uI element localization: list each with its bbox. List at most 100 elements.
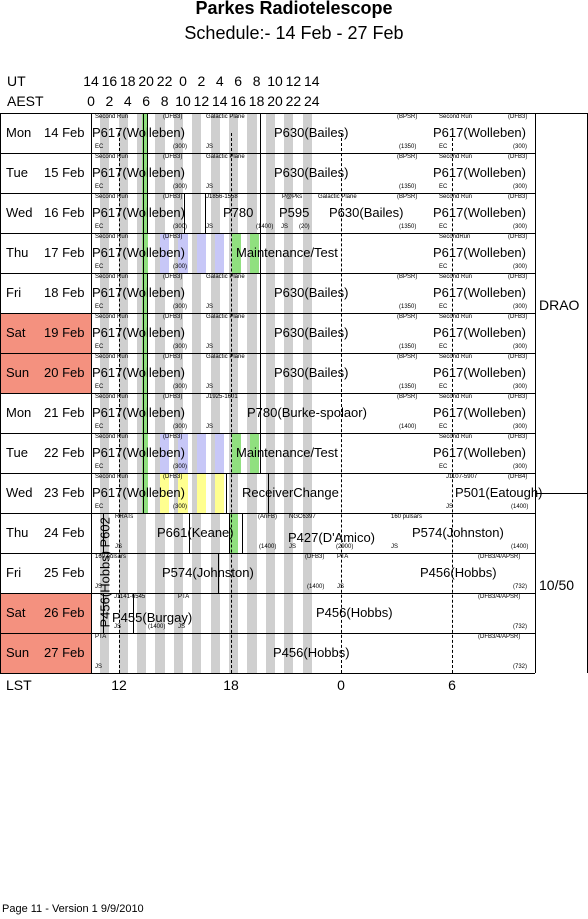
block-note: (BPSR)	[397, 394, 418, 400]
ut-tick: 6	[234, 73, 243, 89]
ut-tick: 8	[252, 73, 261, 89]
block-note: (DFB3)	[508, 234, 528, 240]
block-note: Second Run	[439, 194, 473, 200]
block-note: Second Run	[95, 194, 129, 200]
block-note: (300)	[173, 464, 188, 470]
row-divider	[0, 433, 535, 434]
block-note: (DFB3)	[508, 394, 528, 400]
block-note: JS	[206, 424, 214, 430]
side-divider	[535, 493, 588, 494]
green-band	[229, 513, 239, 553]
block-note: EC	[439, 344, 448, 350]
block-note: (AnFB)	[258, 514, 278, 520]
block-note: (1350)	[399, 144, 417, 150]
block-note: (BPSR)	[397, 274, 418, 280]
day-date: 14 Feb	[44, 125, 85, 140]
block-note: EC	[95, 424, 104, 430]
day-date: 17 Feb	[44, 245, 85, 260]
green-band	[141, 353, 149, 393]
block-note: JS	[206, 184, 214, 190]
lavender-band	[178, 433, 188, 473]
block-note: (BPSR)	[397, 314, 418, 320]
day-name: Fri	[6, 285, 22, 300]
block-note: JS	[114, 624, 122, 630]
block-note: (300)	[173, 424, 188, 430]
block-note: (DFB3)	[163, 194, 183, 200]
block-note: EC	[439, 424, 448, 430]
row-divider	[0, 673, 535, 674]
block-note: (DFB3)	[163, 114, 183, 120]
block-note: (BPSR)	[397, 154, 418, 160]
block-note: (1400)	[259, 544, 277, 550]
block-boundary	[102, 513, 104, 553]
drao-label: DRAO	[539, 297, 580, 313]
block-note: J1141-6545	[114, 594, 146, 600]
ut-tick: 12	[285, 73, 302, 89]
block-note: JS	[206, 344, 214, 350]
project-label-p630: P630(Bailes)	[274, 285, 349, 300]
block-boundary	[260, 313, 262, 353]
project-label-p456: P456(Hobbs)	[98, 551, 113, 628]
block-note: (300)	[173, 144, 188, 150]
block-note: (BPSR)	[397, 194, 418, 200]
aest-tick: 4	[123, 93, 132, 109]
block-note: EC	[439, 304, 448, 310]
block-boundary	[241, 513, 243, 553]
project-label-p501: P501(Eatough)	[455, 485, 543, 500]
block-note: (1400)	[511, 504, 529, 510]
project-label-p630: P630(Bailes)	[329, 205, 404, 220]
block-note: (300)	[173, 384, 188, 390]
row-divider	[0, 193, 535, 194]
day-date: 21 Feb	[44, 405, 85, 420]
ut-tick: 10	[267, 73, 283, 89]
block-note: JS	[115, 544, 123, 550]
block-boundary	[260, 433, 262, 473]
project-label-p630: P630(Bailes)	[274, 125, 349, 140]
block-note: (BPSR)	[397, 354, 418, 360]
day-date: 20 Feb	[44, 365, 85, 380]
block-note: JS	[206, 144, 214, 150]
lst-tick: 6	[448, 677, 456, 693]
block-note: Second Run	[439, 114, 473, 120]
block-note: (300)	[173, 504, 188, 510]
block-boundary	[267, 473, 269, 513]
row-divider	[0, 393, 535, 394]
block-note: JS	[446, 504, 454, 510]
block-boundary	[133, 593, 135, 633]
project-label-p617: P617(Wolleben)	[433, 125, 526, 140]
lavender-band	[196, 433, 206, 473]
block-note: Second Run	[95, 274, 129, 280]
lst-tick: 0	[337, 677, 345, 693]
lst-guide	[231, 133, 232, 673]
block-note: (DFB3)	[163, 314, 183, 320]
project-label-p574: P574(Johnston)	[412, 525, 504, 540]
ut-tick: 22	[156, 73, 173, 89]
block-note: (2900)	[336, 544, 354, 550]
row-divider	[0, 233, 535, 234]
day-name: Sat	[6, 605, 26, 620]
block-note: EC	[95, 184, 104, 190]
block-boundary	[142, 473, 144, 513]
block-note: JS	[95, 664, 103, 670]
green-band	[141, 113, 149, 153]
project-label-p617: P617(Wolleben)	[92, 245, 185, 260]
block-note: (300)	[173, 264, 188, 270]
ut-tick: 16	[101, 73, 118, 89]
aest-tick: 2	[105, 93, 114, 109]
green-band	[231, 433, 241, 473]
block-note: (DFB3)	[163, 234, 183, 240]
block-note: PTA	[95, 634, 107, 640]
project-label-p617: P617(Wolleben)	[92, 405, 185, 420]
block-note: EC	[439, 384, 448, 390]
day-name: Sat	[6, 325, 26, 340]
row-divider	[0, 153, 535, 154]
block-note: (300)	[513, 464, 528, 470]
ut-axis-label: UT	[7, 73, 26, 89]
block-note: EC	[95, 144, 104, 150]
block-note: (DFB3/4/APSR)	[478, 634, 521, 640]
